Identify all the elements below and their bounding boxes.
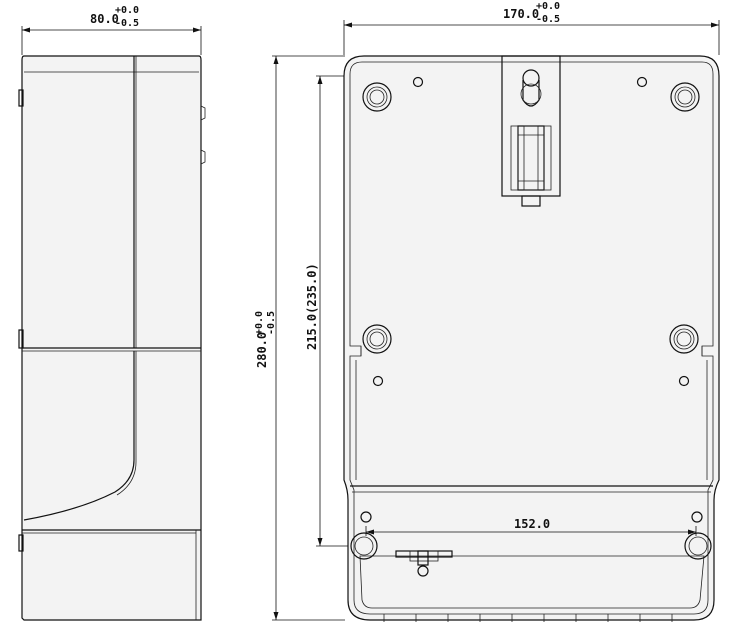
small-hole <box>691 511 703 523</box>
hole-spacing-horizontal-dimension: 152.0 <box>365 517 697 536</box>
side-width-tol-upper: +0.0 <box>115 5 139 16</box>
front-view: 170.0 +0.0 -0.5 280.0 +0.0 -0.5 215.0(23… <box>254 1 720 622</box>
small-hole <box>678 375 690 387</box>
height-tol-lower: -0.5 <box>266 311 277 335</box>
height-dimension: 280.0 +0.0 -0.5 <box>254 55 345 621</box>
bottom-notches <box>383 614 673 622</box>
seal-screw <box>395 550 453 577</box>
mounting-hole-mid-right <box>669 324 699 354</box>
front-width-dimension: 170.0 +0.0 -0.5 <box>343 1 720 55</box>
front-width-tol-upper: +0.0 <box>536 1 560 12</box>
height-tol-upper: +0.0 <box>254 311 265 335</box>
mounting-hole-mid-left <box>362 324 392 354</box>
small-hole <box>372 375 384 387</box>
mounting-hole-bottom-right <box>684 532 712 560</box>
side-width-tol-lower: -0.5 <box>115 18 139 29</box>
mounting-hole-top-left <box>362 82 392 112</box>
hanging-bracket <box>501 55 561 207</box>
height-value: 280.0 <box>255 332 269 368</box>
hole-spacing-vertical-value: 215.0(235.0) <box>305 263 319 350</box>
hole-spacing-horizontal-value: 152.0 <box>514 517 550 531</box>
mounting-hole-top-right <box>670 82 700 112</box>
side-view: 80.0 +0.0 -0.5 <box>18 5 206 621</box>
small-hole <box>412 76 424 88</box>
small-hole <box>360 511 372 523</box>
side-width-value: 80.0 <box>90 12 119 26</box>
front-width-value: 170.0 <box>503 7 539 21</box>
front-width-tol-lower: -0.5 <box>536 14 560 25</box>
mounting-hole-bottom-left <box>350 532 378 560</box>
side-width-dimension: 80.0 +0.0 -0.5 <box>21 5 202 55</box>
small-hole <box>636 76 648 88</box>
